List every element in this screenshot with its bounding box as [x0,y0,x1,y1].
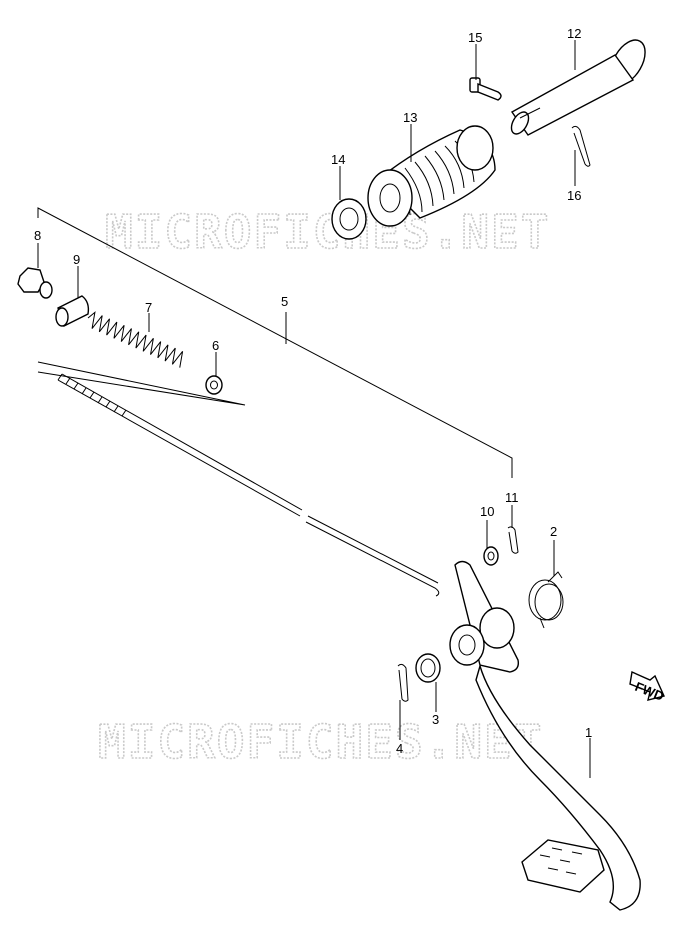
callout-16: 16 [567,188,581,203]
joint-9 [55,295,90,327]
bracket-line-5 [37,207,513,478]
callout-6: 6 [212,338,219,353]
spring-7 [87,311,184,368]
washer-14 [331,198,367,240]
callout-8: 8 [34,228,41,243]
callout-10: 10 [480,504,494,519]
callout-3: 3 [432,712,439,727]
cotter-pin-11 [507,526,519,554]
fwd-arrow-icon: FWD [629,670,666,704]
leader-lines [37,40,591,778]
callout-15: 15 [468,30,482,45]
washer-6 [205,375,223,395]
cotter-pin-16 [571,125,591,167]
return-spring-2 [528,571,564,629]
footrest-shaft-12 [510,39,646,136]
callout-4: 4 [396,741,403,756]
callout-7: 7 [145,300,152,315]
callout-14: 14 [331,152,345,167]
callout-11: 11 [505,490,519,505]
assembly-guide-lines [37,361,246,406]
watermark-top: MICROFICHES.NET [105,205,550,259]
callout-5: 5 [281,294,288,309]
clevis-pin-15 [469,77,502,101]
washer-3 [415,653,441,683]
cotter-pin-4 [397,663,409,702]
callout-13: 13 [403,110,417,125]
callout-12: 12 [567,26,581,41]
callout-2: 2 [550,524,557,539]
footpeg-rubber-13 [367,125,496,227]
watermark-bottom: MICROFICHES.NET [98,715,543,769]
brake-pedal-1 [449,560,641,911]
callout-9: 9 [73,252,80,267]
brake-rod-5 [57,373,440,597]
callout-1: 1 [585,725,592,740]
adjuster-nut-8 [17,267,53,299]
washer-10 [483,546,499,566]
